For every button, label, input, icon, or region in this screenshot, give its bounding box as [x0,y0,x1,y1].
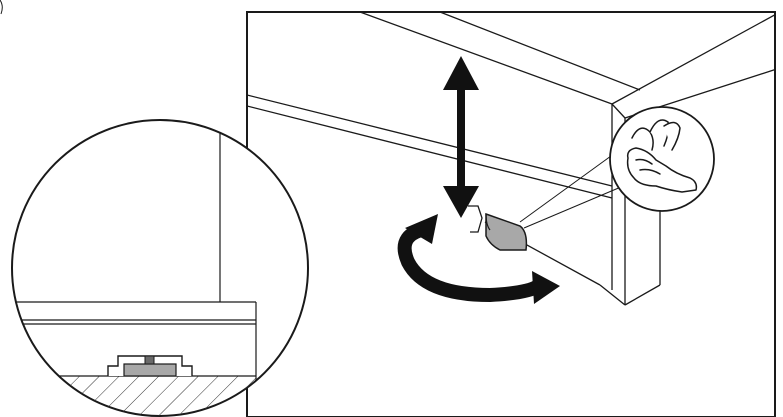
floor-hatching [12,376,256,416]
hand-adjust-icon [626,119,698,193]
top-right-edge [611,13,775,105]
foot-pad [123,363,177,377]
double-vertical-arrow-icon [443,56,479,218]
adjustable-foot [485,212,528,251]
callout-line-2 [523,183,629,229]
corner-bevel [611,103,626,119]
top-edge-line-2 [439,12,641,91]
bottom-corner-edge [599,284,626,306]
circular-rotation-arrow-icon [397,214,560,304]
foot-highlight [485,213,491,231]
hand-magnifier [609,106,715,212]
callout-line-1 [519,147,623,223]
front-top-edge [247,94,613,187]
top-edge-line-1 [359,12,613,105]
detail-magnifier [11,119,309,417]
base-notch [468,205,483,233]
main-view [246,11,776,417]
corner-mark [0,0,3,15]
bottom-side-edge [624,284,661,306]
main-view-frame [246,11,776,417]
foot-screw [144,355,155,365]
front-top-edge-inner [247,105,613,199]
